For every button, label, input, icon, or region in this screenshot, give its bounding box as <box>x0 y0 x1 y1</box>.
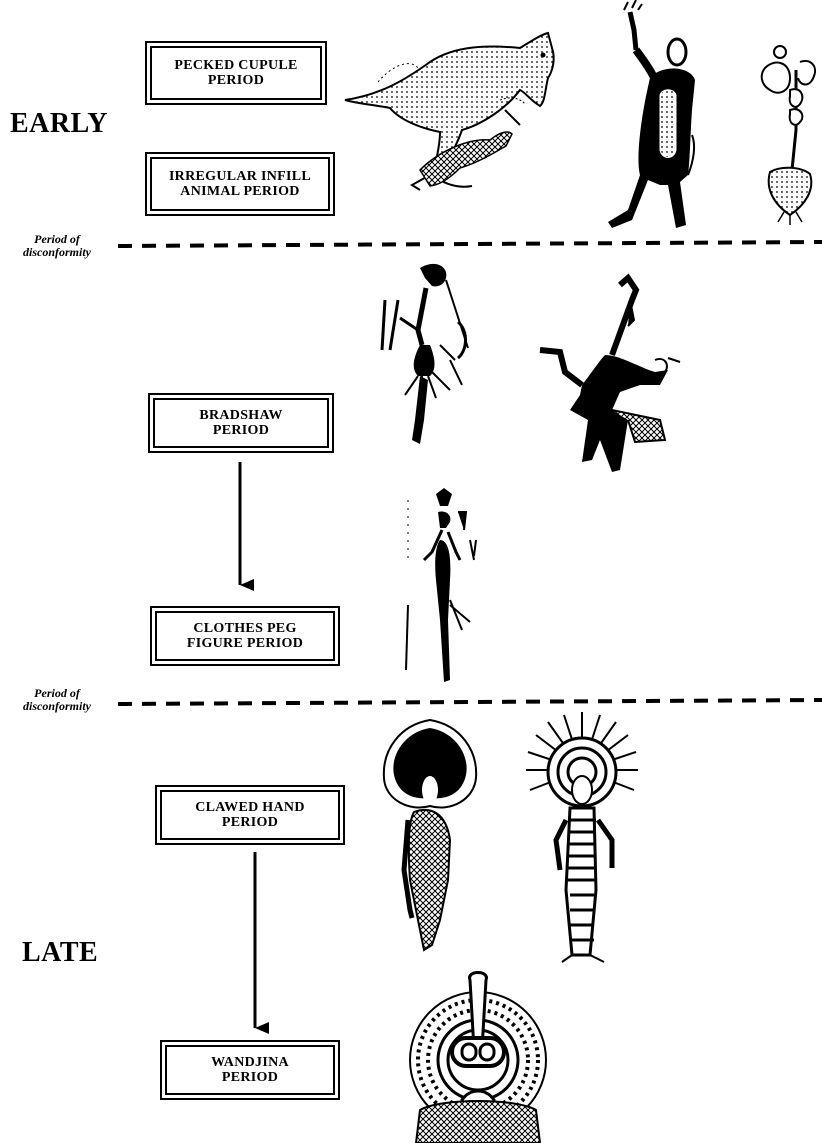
clawed-hand-figure-1 <box>384 720 476 950</box>
plant-figure <box>762 46 815 225</box>
disconformity-line-2 <box>118 700 822 704</box>
clawed-hand-figure-2 <box>526 712 638 962</box>
clothes-peg-figure <box>406 488 476 682</box>
tall-human-figure <box>608 0 695 228</box>
bradshaw-figure-2 <box>540 278 680 472</box>
wandjina-figure <box>410 973 546 1143</box>
bradshaw-figure-1 <box>382 264 468 444</box>
disconformity-line-1 <box>118 242 822 246</box>
